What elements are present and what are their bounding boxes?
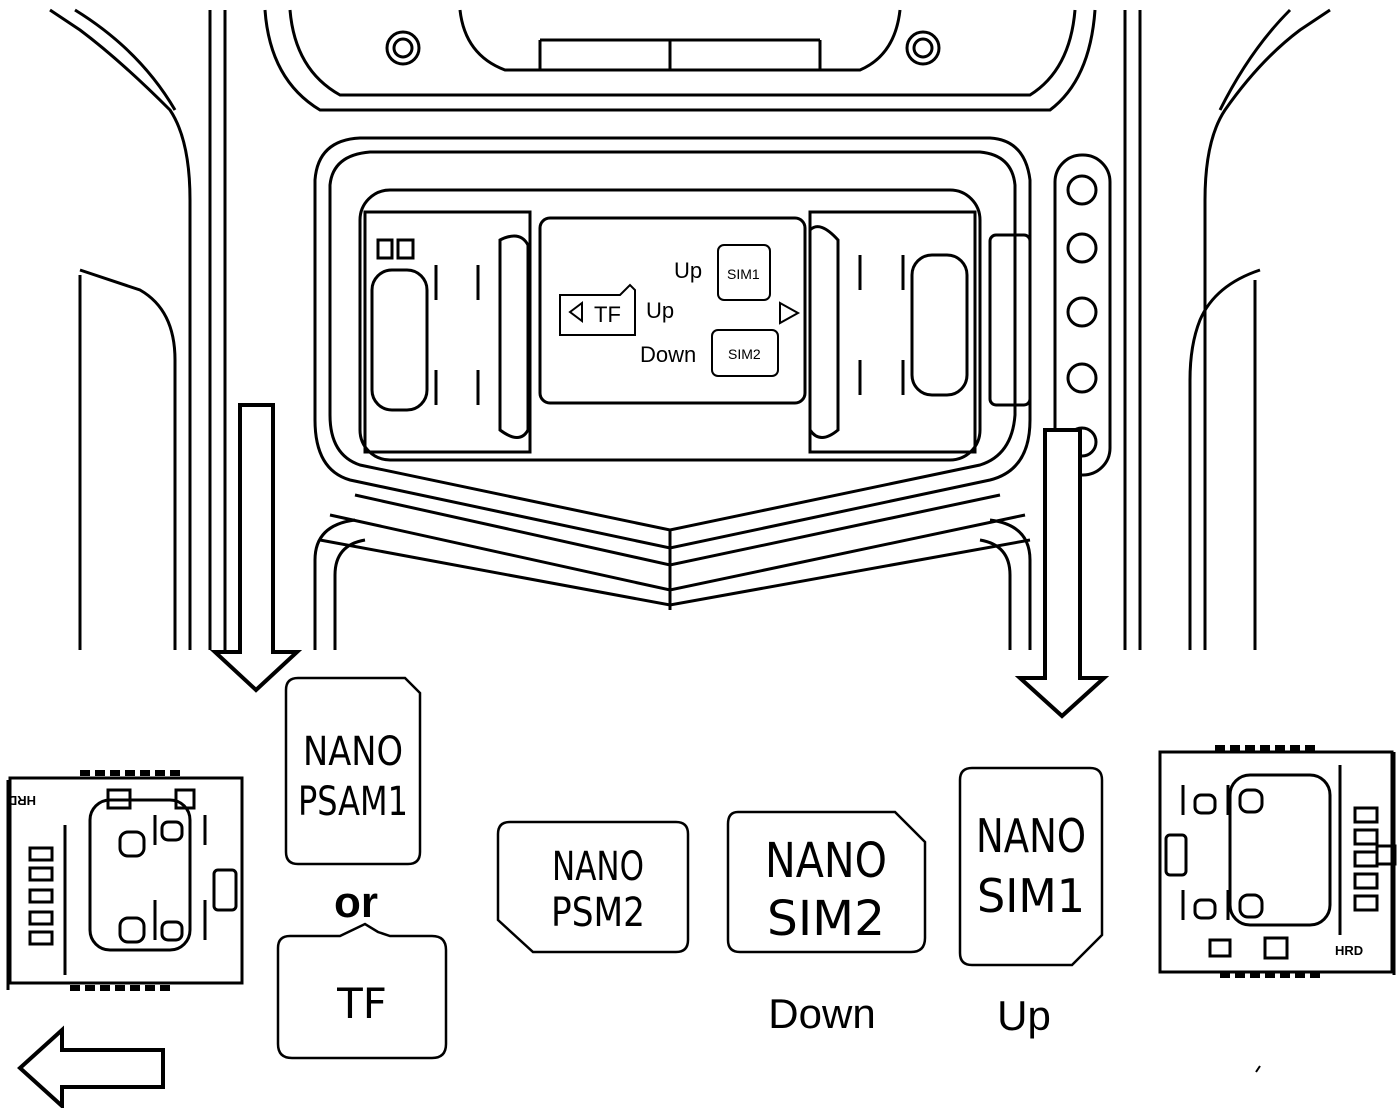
sim1-line2: SIM1	[977, 869, 1085, 923]
tray-label-panel: TF Up Up SIM1 Down SIM2	[559, 244, 801, 377]
psam1-line2: PSAM1	[298, 779, 408, 825]
tray-sim1-icon	[717, 244, 771, 301]
sim1-caption: Up	[997, 992, 1051, 1039]
or-label: or	[334, 878, 378, 927]
tray-arrow-right-icon	[779, 301, 801, 325]
psam1-line1: NANO	[303, 729, 403, 775]
tf-card	[276, 922, 448, 1060]
sim2-line1: NANO	[765, 833, 887, 889]
tray-tf-up-label: Up	[646, 298, 674, 323]
right-slot-tag: HRD	[1335, 943, 1363, 958]
tray-sim2-label: SIM2	[728, 346, 761, 362]
psm2-line1: NANO	[552, 844, 644, 890]
tray-down-label: Down	[640, 342, 696, 367]
tray-tf-icon	[559, 283, 636, 336]
sim1-card	[958, 766, 1104, 967]
tray-sim1-label: SIM1	[727, 266, 760, 282]
tray-sim2-icon	[711, 329, 779, 377]
tray-tf-label: TF	[594, 302, 621, 327]
sim2-card	[726, 810, 927, 954]
left-card-slot	[6, 776, 244, 990]
tf-card-label: TF	[336, 979, 387, 1028]
sim2-line2: SIM2	[767, 891, 885, 947]
left-slot-tag: HRD	[8, 793, 36, 808]
tray-up-label: Up	[674, 258, 702, 283]
psm2-card	[496, 820, 690, 954]
device-body	[49, 8, 1331, 650]
arrow-down-icon-right	[1014, 428, 1110, 719]
arrow-down-icon-left	[209, 403, 303, 693]
right-card-slot	[1158, 750, 1397, 975]
sim1-line1: NANO	[976, 809, 1086, 863]
tf-arrow-left-icon	[568, 301, 583, 323]
arrow-left-icon	[17, 1025, 165, 1108]
sim2-caption: Down	[768, 990, 875, 1037]
psam1-card	[284, 676, 422, 866]
psm2-line2: PSM2	[551, 890, 645, 936]
